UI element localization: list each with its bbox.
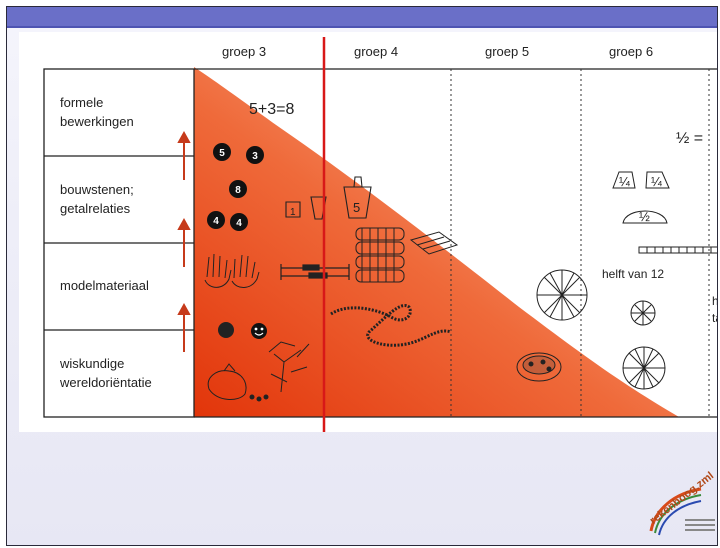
weight-label: 1 — [290, 207, 296, 218]
rainbow-arc-icon — [649, 487, 715, 536]
hands-icon — [204, 253, 260, 288]
dot-label: 4 — [236, 218, 242, 229]
learning-trajectory-diagram: 5+3=8 5 3 8 4 4 1 5 — [19, 32, 718, 432]
quarter-label: ¼ — [651, 174, 662, 189]
helft-van-12-text: helft van 12 — [602, 267, 664, 281]
group-header-3: groep 3 — [222, 44, 267, 59]
half-equation-text: ½ = — [676, 130, 703, 147]
diagram-graphics: 5+3=8 5 3 8 4 4 1 5 — [43, 37, 718, 432]
dot-label: 8 — [235, 185, 241, 196]
rekenrek-icon — [280, 264, 350, 280]
row-label-line: wereldoriëntatie — [60, 374, 152, 390]
title-bar — [7, 7, 717, 28]
rekenboog-logo: rekenboog.zml — [645, 470, 717, 539]
sum-text: 5+3=8 — [249, 101, 294, 118]
row-label-line: getalrelaties — [60, 200, 131, 216]
dot-label: 5 — [219, 148, 225, 159]
group-header-6: groep 6 — [609, 44, 654, 59]
weight-label: 5 — [353, 200, 360, 215]
row-label-line: formele — [60, 94, 104, 110]
difficulty-wedge — [194, 67, 679, 417]
cut-off-text: ta — [712, 311, 718, 325]
plant-icon — [268, 341, 310, 393]
row-label-line: wiskundige — [60, 355, 125, 371]
weights-icon — [285, 176, 372, 220]
cake-icon — [622, 346, 666, 390]
row-label-building-blocks: bouwstenen; getalrelaties — [44, 156, 194, 243]
ruler-icon — [638, 246, 717, 254]
dot-label: 4 — [213, 216, 219, 227]
row-label-model-material: modelmateriaal — [44, 243, 194, 330]
row-label-line: modelmateriaal — [60, 278, 149, 294]
bead-strings-icon — [355, 227, 459, 283]
ball-icon — [218, 322, 234, 338]
number-dots: 5 3 8 4 4 — [207, 143, 264, 231]
group-header-5: groep 5 — [485, 44, 530, 59]
row-label-world-orientation: wiskundige wereldoriëntatie — [44, 330, 194, 417]
row-label-table — [43, 68, 195, 418]
bag-icon — [207, 363, 269, 402]
fraction-wheel-small — [630, 300, 656, 326]
group-header-4: groep 4 — [354, 44, 399, 59]
row-label-formal-operations: formele bewerkingen — [44, 69, 194, 156]
slide: 5+3=8 5 3 8 4 4 1 5 — [6, 6, 718, 546]
smiley-icon — [251, 323, 267, 339]
cut-off-text: he — [712, 294, 718, 308]
row-label-line: bewerkingen — [60, 113, 134, 129]
pizza-icon — [516, 352, 562, 382]
quarter-label: ¼ — [619, 174, 630, 189]
dot-label: 3 — [252, 151, 258, 162]
row-label-line: bouwstenen; — [60, 181, 134, 197]
fraction-pieces-icon — [612, 171, 670, 224]
fraction-wheel-large — [536, 269, 588, 321]
up-arrows — [177, 130, 191, 352]
half-label: ½ — [639, 209, 650, 224]
bead-chain-icon — [330, 304, 452, 347]
